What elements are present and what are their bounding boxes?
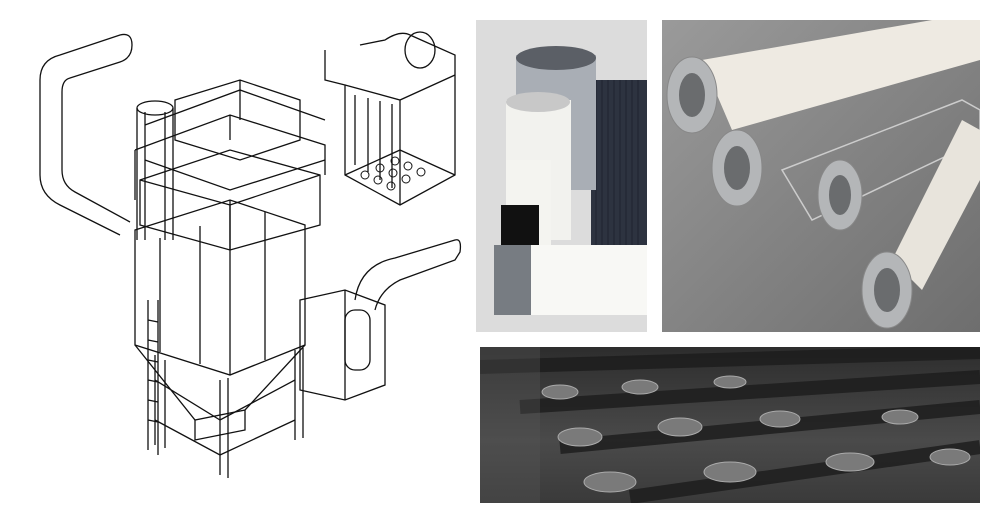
dust-collector-drawing [0, 0, 470, 526]
filter-bag-cages-photo [662, 20, 980, 332]
filter-cartridges-photo [476, 20, 647, 332]
venturi-tubesheet-photo [480, 347, 980, 503]
